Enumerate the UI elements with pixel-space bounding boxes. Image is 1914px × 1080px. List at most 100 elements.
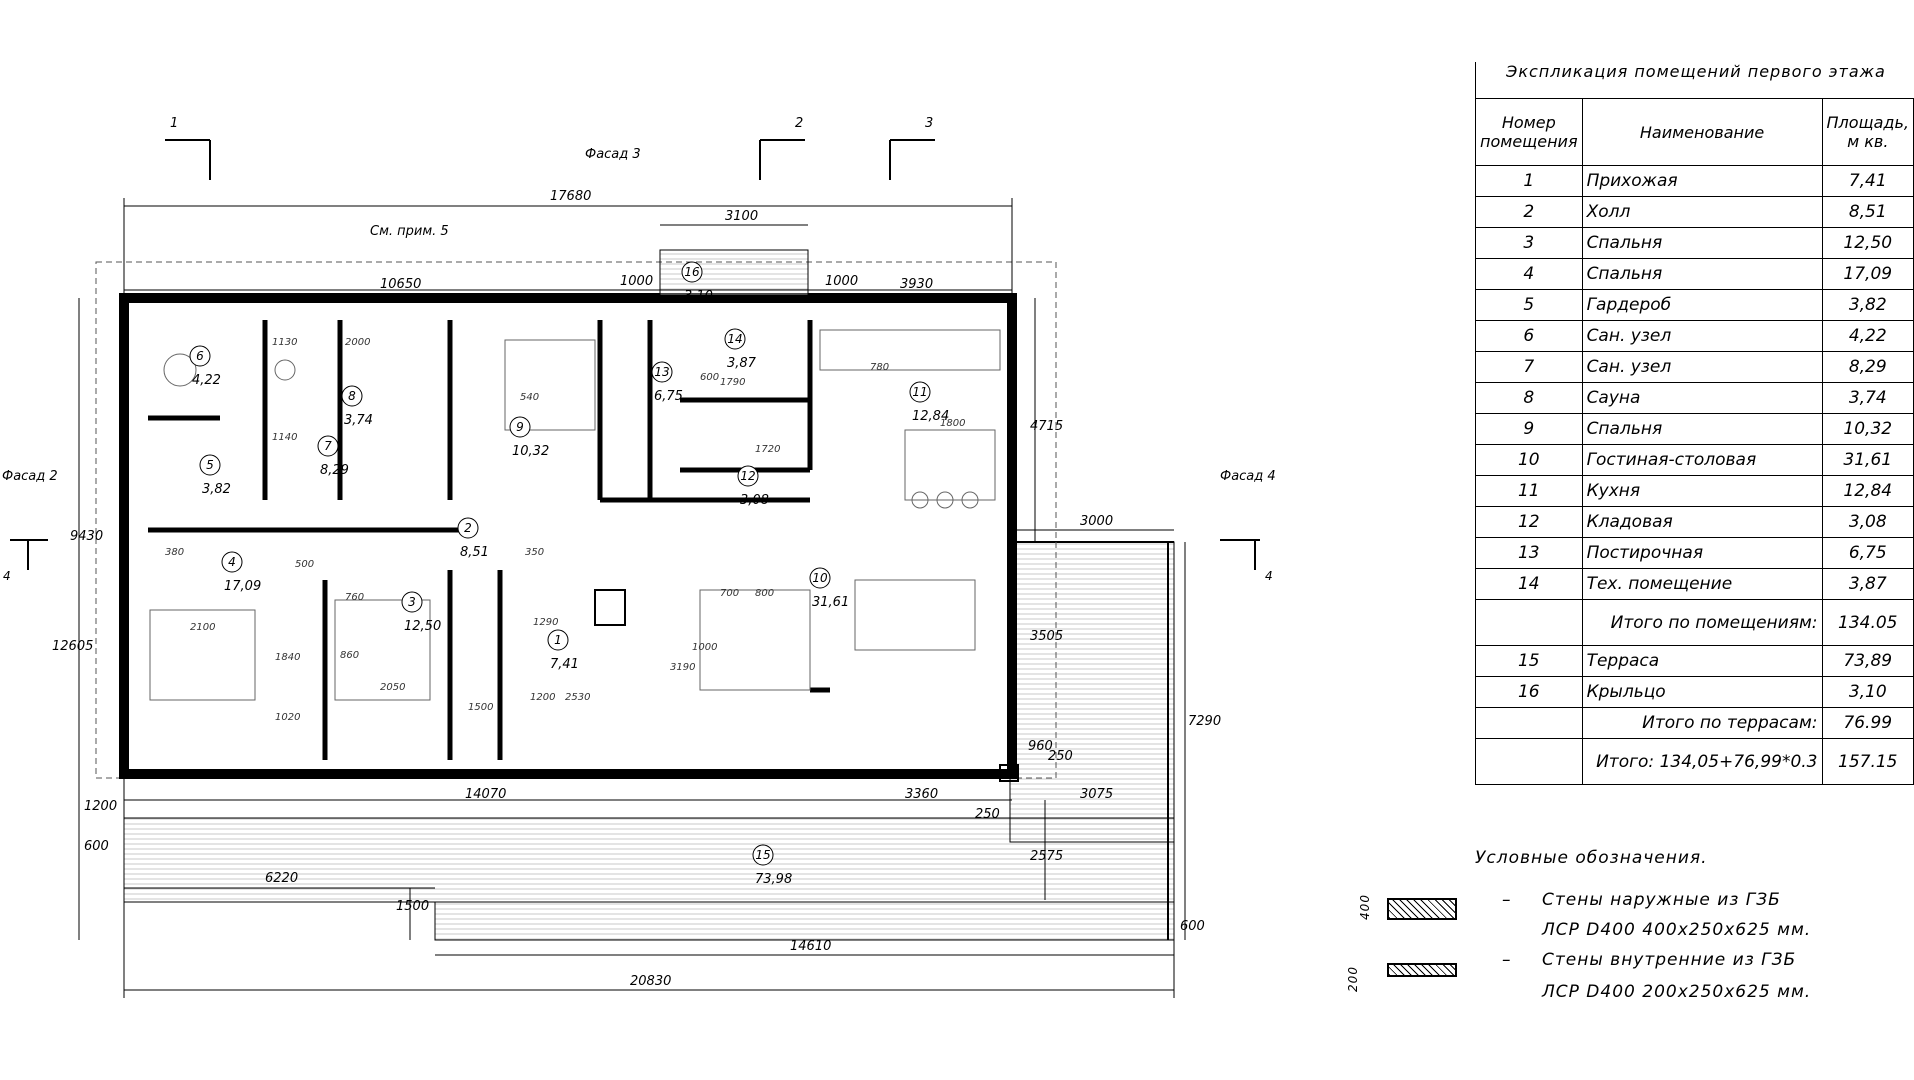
row-num: 12 [1475,506,1583,538]
subtotal-terrace-row: Итого по террасам:76.99 [1475,707,1914,739]
legend-interior-dash: – [1502,950,1512,970]
legend-exterior-line2: ЛСР D400 400х250х625 мм. [1542,920,1812,940]
header-number: Номер помещения [1475,98,1583,166]
row-num: 4 [1475,258,1583,290]
fdim: 500 [295,559,314,570]
row-num: 6 [1475,320,1583,352]
fdim: 1500 [468,702,493,713]
fdim: 860 [340,650,359,661]
fdim: 2000 [345,337,370,348]
row-name: Постирочная [1581,537,1823,569]
fdim: 380 [165,547,184,558]
fdim: 2050 [380,682,405,693]
dim-right-upper: 4715 [1030,419,1063,434]
dim-terrace-height: 7290 [1188,714,1221,729]
fdim: 1800 [940,418,965,429]
room-circle [401,591,423,613]
explication-title: Экспликация помещений первого этажа [1506,62,1886,81]
fdim: 1840 [275,652,300,663]
legend-exterior-wall-dim: 400 [1357,894,1372,920]
fdim: 800 [755,588,774,599]
row-area: 3,10 [1821,676,1914,708]
room-area: 7,41 [550,657,579,672]
row-num: 8 [1475,382,1583,414]
fdim: 540 [520,392,539,403]
row-area: 4,22 [1821,320,1914,352]
row-area: 12,84 [1821,475,1914,507]
room-area: 3,10 [684,289,713,304]
section-markers [10,139,1260,570]
room-number: 16 [684,265,700,279]
row-name: Тех. помещение [1581,568,1823,600]
row-num: 15 [1475,645,1583,677]
row-name: Терраса [1581,645,1823,677]
furniture-dimensions: 2000 1800 1720 1790 2100 2050 860 760 70… [165,337,965,723]
room-circle [651,361,673,383]
room-number: 4 [228,555,236,569]
row-name: Сауна [1581,382,1823,414]
room-area: 8,51 [460,545,489,560]
row-num: 2 [1475,196,1583,228]
row-area: 7,41 [1821,165,1914,197]
explication-frame [1475,62,1476,98]
subtotal-rooms-label: Итого по помещениям: [1581,599,1823,646]
room-circle [341,385,363,407]
room-area: 3,74 [344,413,373,428]
row-area: 3,74 [1821,382,1914,414]
row-num: 3 [1475,227,1583,259]
dim-bottom-600: 600 [1180,919,1205,934]
room-number: 1 [554,633,562,647]
row-name: Прихожая [1581,165,1823,197]
room-circle [317,435,339,457]
dim-bottom-1500: 1500 [396,899,429,914]
dim-bottom-main: 14070 [465,787,506,802]
row-num: 16 [1475,676,1583,708]
dimension-lines [78,198,1186,998]
exterior-walls [119,293,1017,779]
room-area: 31,61 [812,595,849,610]
row-name: Спальня [1581,227,1823,259]
note-ref: См. прим. 5 [370,224,449,239]
row-num: 7 [1475,351,1583,383]
room-circle [809,567,831,589]
fdim: 1790 [720,377,745,388]
row-area: 73,89 [1821,645,1914,677]
room-circle [909,381,931,403]
room-number: 13 [654,365,669,379]
row-num: 10 [1475,444,1583,476]
room-area: 3,82 [202,482,231,497]
legend-interior-wall-dim: 200 [1345,966,1360,992]
row-num: 9 [1475,413,1583,445]
room-number: 8 [348,389,356,403]
room-markers: 17,4128,51312,50417,0953,8264,2278,2983,… [189,261,949,887]
header-area: Площадь, м кв. [1821,98,1914,166]
legend-exterior-wall-swatch [1387,898,1457,920]
fdim: 2530 [565,692,590,703]
row-name: Холл [1581,196,1823,228]
floor-plan-drawing: 1 2 3 4 4 Фасад 3 Фасад 2 Фасад 4 См. пр… [2,116,1276,998]
dim-terrace-right: 3000 [1080,514,1113,529]
legend-title: Условные обозначения. [1475,848,1708,868]
room-circle [724,328,746,350]
row-num: 13 [1475,537,1583,569]
dim-small-250b: 250 [1048,749,1073,764]
total-label: Итого: 134,05+76,99*0.3 [1581,738,1823,785]
row-name: Спальня [1581,258,1823,290]
explication-header-row: Номер помещения Наименование Площадь, м … [1475,98,1914,166]
section-mark-3: 3 [925,116,933,131]
room-area: 12,50 [404,619,441,634]
facade-label-top: Фасад 3 [585,147,641,162]
terrace [123,541,1175,941]
row-name: Гардероб [1581,289,1823,321]
room-area: 73,98 [755,872,792,887]
room-circle [752,844,774,866]
room-area: 8,29 [320,463,349,478]
